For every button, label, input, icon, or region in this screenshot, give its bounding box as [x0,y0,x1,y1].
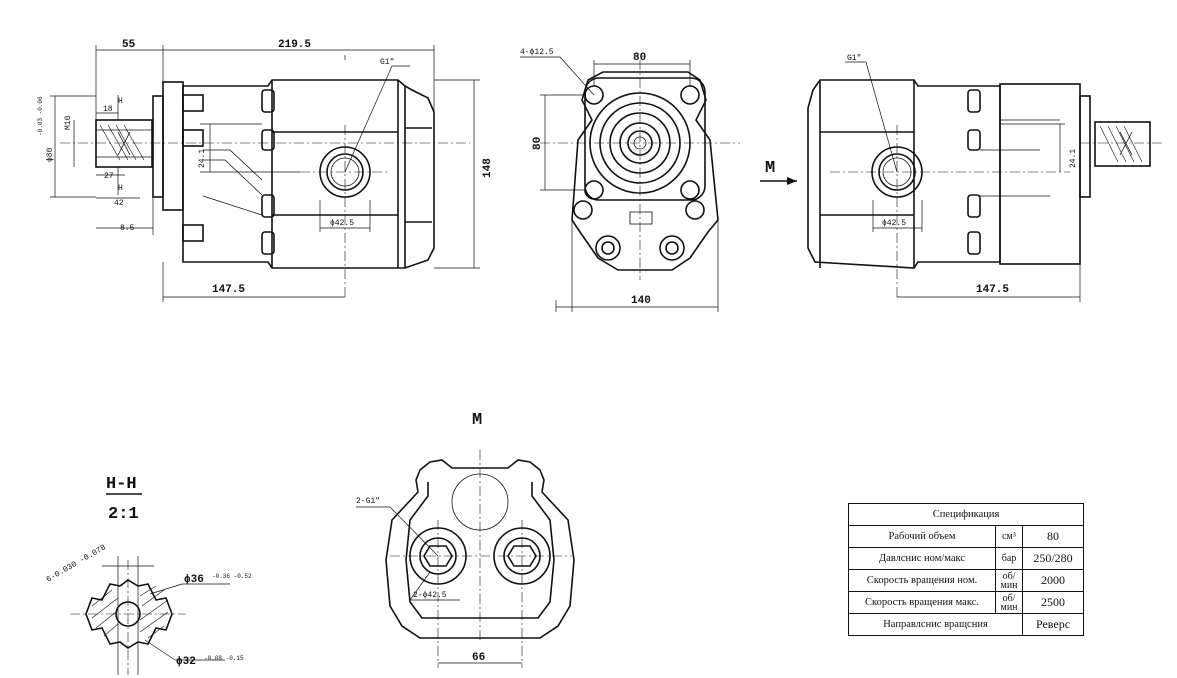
section-title: H-H [106,475,137,494]
section-mark-h-bottom: H [118,184,123,193]
dim-phi-42-5-front: ϕ42.5 [330,219,354,228]
dim-2-ports: 2-G1" [356,497,380,506]
end-view: 4-ϕ12.5 80 80 140 [520,48,740,312]
spec-label: Скорость вращения ном. [848,569,996,592]
dim-42: 42 [114,199,124,208]
dim-24-1-rear: 24.1 [1069,149,1078,168]
table-row: Скорость вращения макс. об/мин 2500 [848,591,1084,614]
spec-label: Скорость вращения макс. [848,591,996,614]
dim-219-5: 219.5 [278,39,311,51]
dim-66: 66 [472,652,485,664]
dim-4-holes: 4-ϕ12.5 [520,48,554,57]
spec-label: Направлснис вращсния [848,613,1023,636]
spec-unit: бар [995,547,1023,570]
dim-phi-36-tolerance: -0.36 -0.52 [212,573,252,580]
dim-24-1-front: 24.1 [198,149,207,168]
dim-phi-36: ϕ36 [184,574,204,586]
spec-unit: см³ [995,525,1023,548]
section-mark-h-top: H [118,97,123,106]
table-row: Давлснис ном/макс бар 250/280 [848,547,1084,570]
spec-value: 250/280 [1022,547,1084,570]
table-row: Скорость вращения ном. об/мин 2000 [848,569,1084,592]
port-view-m: M 2-G1" 2-ϕ42.5 66 [356,411,575,668]
dim-147-5-front: 147.5 [212,284,245,296]
dim-spline-width: 6-0.030 -0.078 [45,543,108,584]
dim-8-5: 8.5 [120,224,135,233]
spec-value: 80 [1022,525,1084,548]
dim-phi-80: ϕ80 [46,147,55,162]
section-h-h: H-H 2:1 6-0.030 -0.078 ϕ36 -0.36 -0.52 ϕ… [45,475,252,675]
spec-unit: об/мин [995,591,1023,614]
spec-unit: об/мин [995,569,1023,592]
dim-m10: M10 [64,115,73,130]
spec-value: 2000 [1022,569,1084,592]
thread-label-rear: G1" [847,54,861,63]
rear-view: G1" 24.1 ϕ42.5 147.5 [807,54,1165,302]
spec-value: 2500 [1022,591,1084,614]
thread-label-front: G1" [380,58,394,67]
dim-27: 27 [104,172,114,181]
table-row: Направлснис вращсния Реверс [848,613,1084,636]
dim-phi-42-5-rear: ϕ42.5 [882,219,906,228]
dim-80-side: 80 [532,137,544,150]
spec-table-header: Спецификация [848,503,1084,526]
dim-147-5-rear: 147.5 [976,284,1009,296]
dim-2-bores: 2-ϕ42.5 [413,591,447,600]
dim-phi-32-tolerance: -0.08 -0.15 [204,655,244,662]
dim-phi-32: ϕ32 [176,656,196,668]
dim-55: 55 [122,39,136,51]
spec-table-title: Спецификация [848,503,1084,526]
port-view-title: M [472,411,482,430]
spec-table: Спецификация Рабочий объем см³ 80 Давлсн… [848,503,1084,636]
arrow-label-m: M [765,159,775,178]
front-view: 55 219.5 G1" 148 147.5 24.1 ϕ42.5 8.5 18… [37,39,494,302]
dim-80-top: 80 [633,52,646,64]
spec-value: Реверс [1022,613,1084,636]
dim-18: 18 [103,105,113,114]
spec-label: Давлснис ном/макс [848,547,996,570]
dim-148: 148 [482,158,494,178]
table-row: Рабочий объем см³ 80 [848,525,1084,548]
view-direction-arrow: M [760,159,797,185]
spec-label: Рабочий объем [848,525,996,548]
section-scale: 2:1 [108,505,139,524]
dim-phi-80-tolerance: -0.03 -0.06 [37,96,44,136]
dim-140: 140 [631,295,651,307]
